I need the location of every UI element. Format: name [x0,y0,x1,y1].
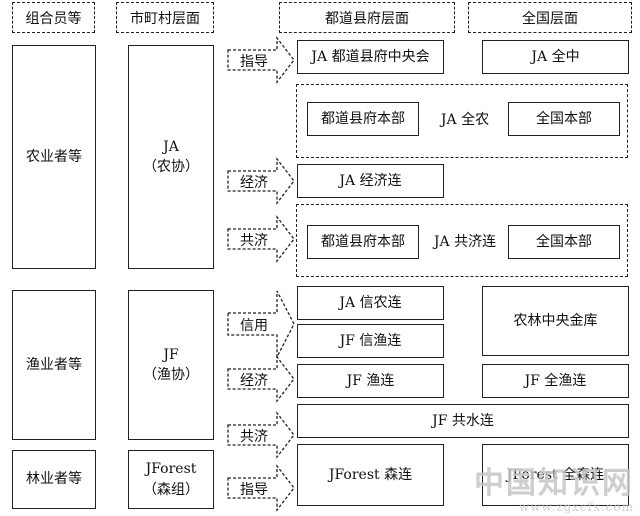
ja-central-union-box: JA 都道县府中央会 [297,40,444,74]
foresters-box: 林业者等 [12,450,96,509]
channel-mutual-jf: 共济 [240,429,268,445]
farmers-box: 农业者等 [12,45,96,269]
zennoh-label: JA 全农 [440,112,490,128]
ja-shinnoren-box: JA 信农连 [297,286,444,320]
zennoh-group [296,84,628,158]
header-municipal: 市町村层面 [116,2,214,33]
channel-mutual-ja: 共济 [240,233,268,249]
arrow-mutual-jf [227,411,295,459]
zennoh-national-box: 全国本部 [508,102,620,136]
ja-zenchu-box: JA 全中 [482,40,629,74]
watermark-url: www.zgxcfx.com [518,500,634,514]
zenkyoren-label: JA 共济连 [433,234,497,250]
jforest-shinren-box: JForest 森连 [297,444,444,506]
watermark-text: 中国知识网 [474,466,634,501]
channel-guidance-ja: 指导 [240,54,268,70]
channel-guidance-jforest: 指导 [240,482,268,498]
arrow-credit-jf [227,290,295,358]
jf-shingyoren-box: JF 信渔连 [297,324,444,358]
arrow-mutual-ja [227,215,295,263]
fishers-box: 渔业者等 [12,290,96,440]
ja-keizairen-box: JA 经济连 [297,164,444,198]
jf-zengyoren-box: JF 全渔连 [482,364,629,398]
channel-economy-jf: 经济 [240,373,268,389]
zennoh-prefecture-box: 都道县府本部 [307,102,419,136]
norinchukin-box: 农林中央金库 [482,286,629,356]
zenkyoren-group [296,204,628,277]
watermark: 中国知识网 www.zgxcfx.com [474,467,634,514]
jforest-municipal-box: JForest （森组） [128,450,214,509]
zenkyoren-national-box: 全国本部 [508,225,620,259]
arrow-guidance-ja [227,36,295,84]
jf-gyoren-box: JF 渔连 [297,364,444,398]
arrow-guidance-jforest [227,464,295,512]
arrow-economy-jf [227,355,295,403]
channel-credit-jf: 信用 [240,318,268,334]
zenkyoren-prefecture-box: 都道县府本部 [307,225,419,259]
jforest-zenmoriren-box: JForest 全森连 [482,444,629,506]
ja-municipal-box: JA （农协） [128,45,214,269]
jf-municipal-box: JF （渔协） [128,290,214,440]
header-members: 组合员等 [12,2,95,33]
header-national: 全国层面 [468,2,632,33]
jf-kyosuiren-box: JF 共水连 [297,404,629,438]
header-prefecture: 都道县府层面 [279,2,455,33]
arrow-economy-ja [227,157,295,205]
channel-economy-ja: 经济 [240,175,268,191]
